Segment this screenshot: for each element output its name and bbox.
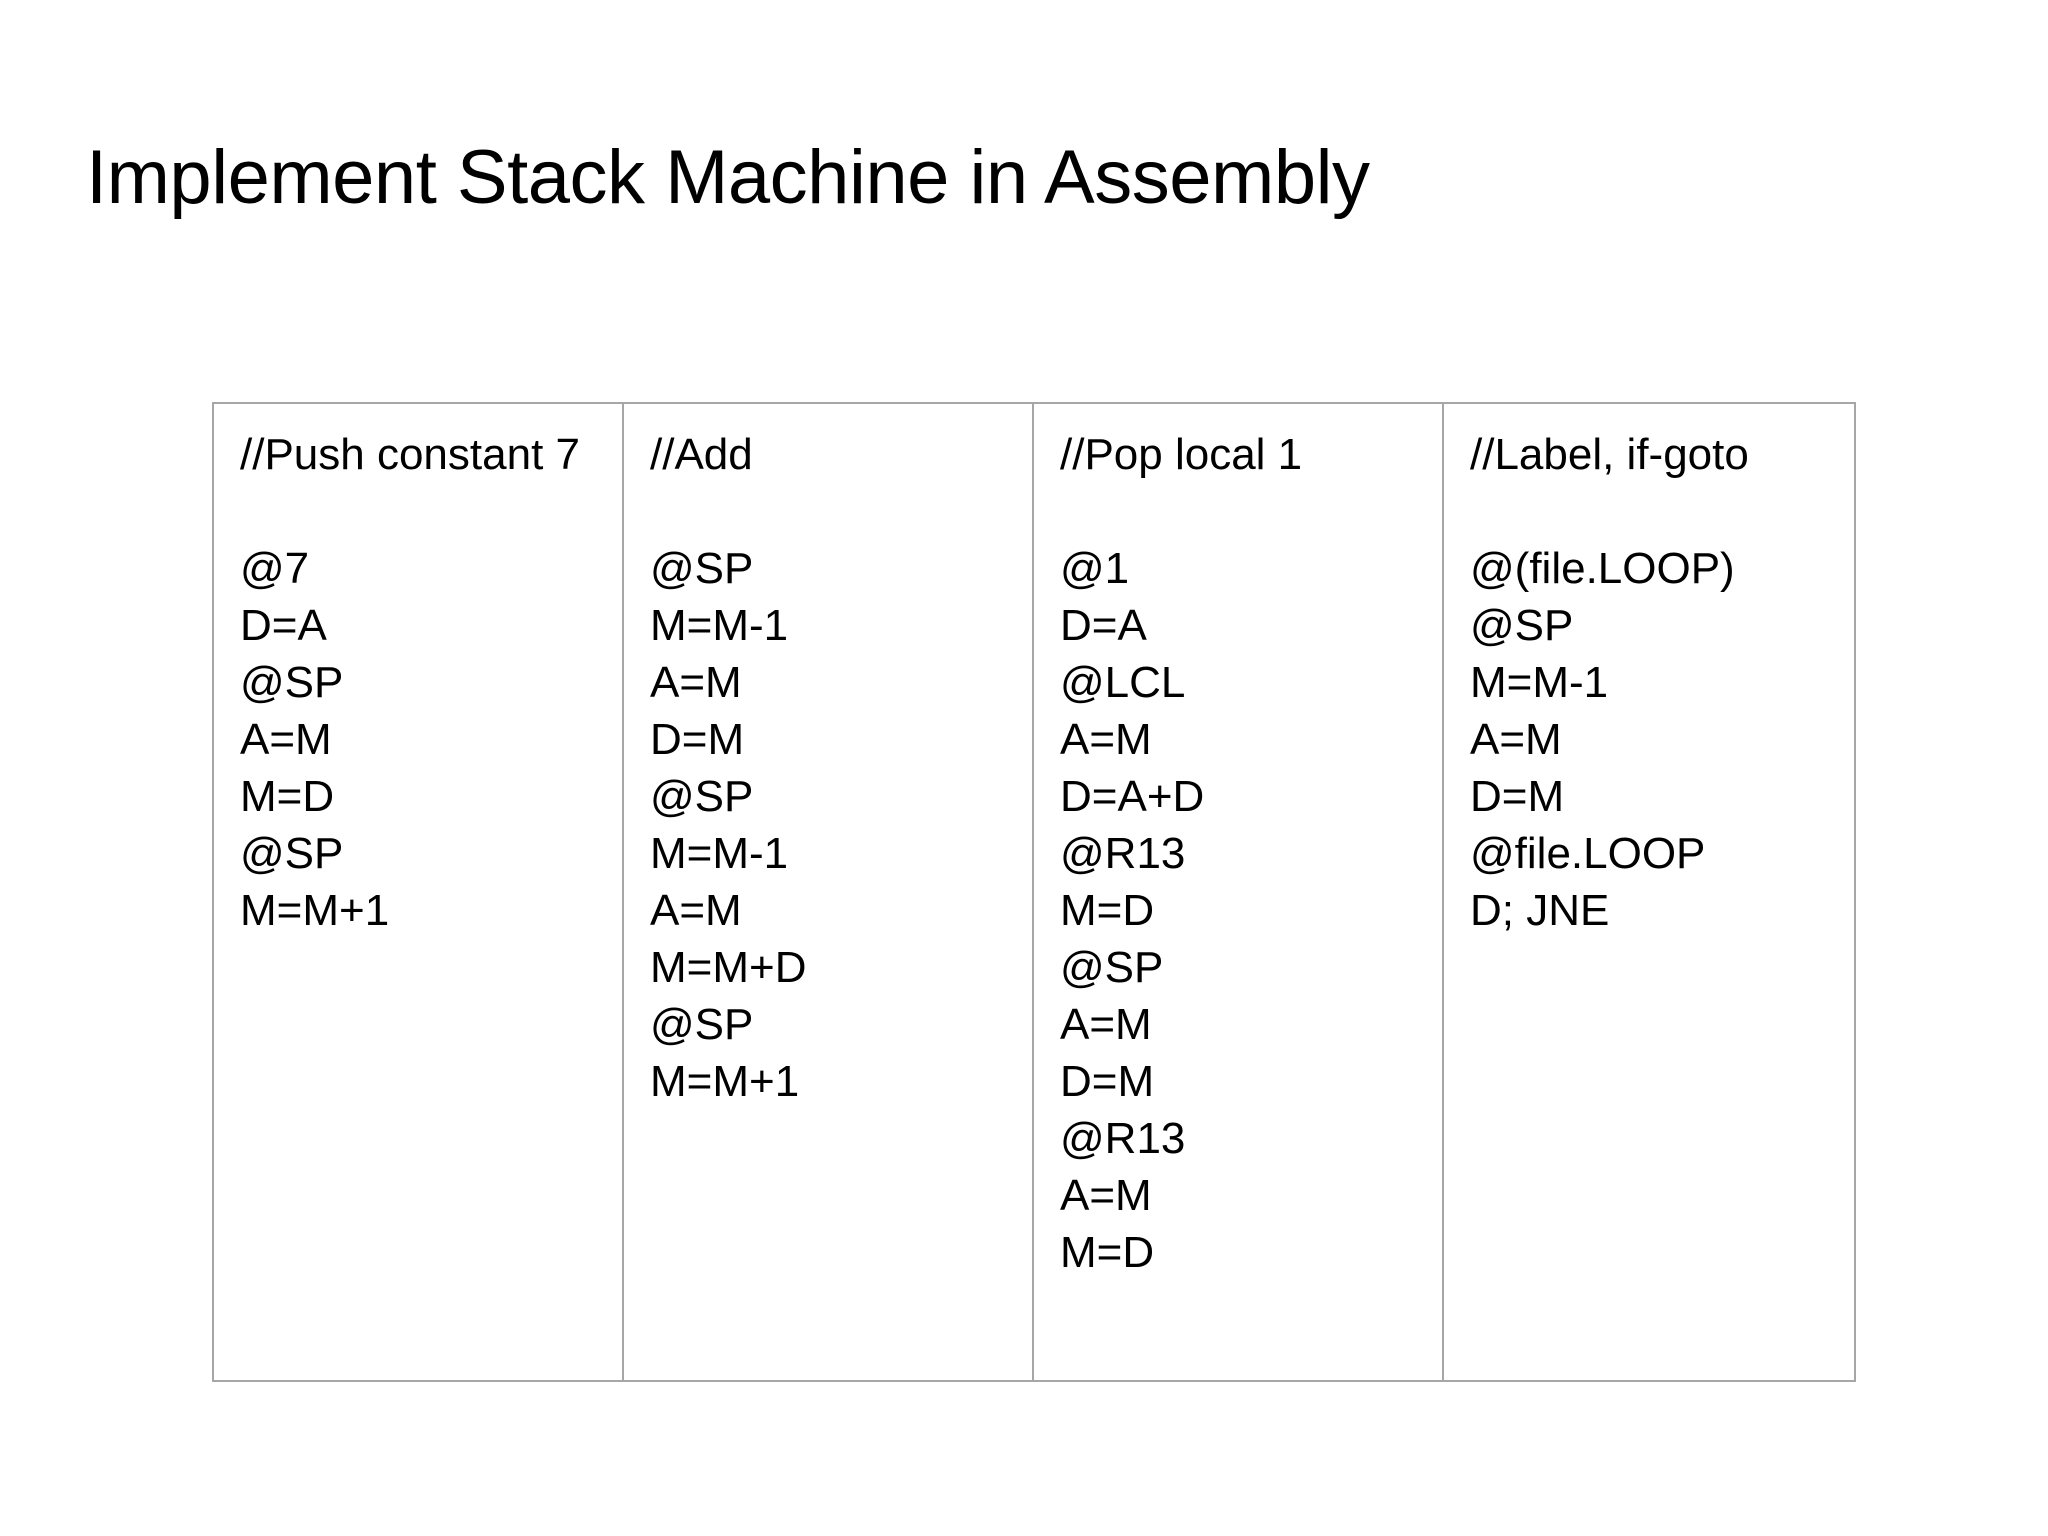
code-line: @SP <box>650 544 754 593</box>
code-column-pop-local: //Pop local 1 @1 D=A @LCL A=M D=A+D @R13… <box>1034 404 1444 1380</box>
code-line: //Push constant 7 <box>240 430 580 479</box>
code-line: //Pop local 1 <box>1060 430 1303 479</box>
code-column-add: //Add @SP M=M-1 A=M D=M @SP M=M-1 A=M M=… <box>624 404 1034 1380</box>
code-line: @SP <box>240 658 344 707</box>
code-line-blank <box>240 483 622 540</box>
code-line: @SP <box>650 772 754 821</box>
code-column-push-constant: //Push constant 7 @7 D=A @SP A=M M=D @SP… <box>214 404 624 1380</box>
page-title: Implement Stack Machine in Assembly <box>86 135 1370 220</box>
code-line: M=M-1 <box>650 601 789 650</box>
code-line: A=M <box>650 658 742 707</box>
assembly-code-table: //Push constant 7 @7 D=A @SP A=M M=D @SP… <box>212 402 1856 1382</box>
code-line: A=M <box>240 715 332 764</box>
code-line: @SP <box>240 829 344 878</box>
code-line: @7 <box>240 544 310 593</box>
code-line: @R13 <box>1060 829 1186 878</box>
code-line: A=M <box>1060 1171 1152 1220</box>
code-line: D=A <box>1060 601 1147 650</box>
code-line: A=M <box>1060 715 1152 764</box>
code-line: M=D <box>240 772 335 821</box>
code-line: A=M <box>1060 1000 1152 1049</box>
code-line: @LCL <box>1060 658 1186 707</box>
code-column-label-if-goto: //Label, if-goto @(file.LOOP) @SP M=M-1 … <box>1444 404 1854 1380</box>
code-line: //Add <box>650 430 753 479</box>
code-line: A=M <box>650 886 742 935</box>
code-line: M=D <box>1060 1228 1155 1277</box>
code-line-blank <box>650 483 1032 540</box>
code-line-blank <box>1060 483 1442 540</box>
code-line: D=M <box>1060 1057 1155 1106</box>
code-line: M=D <box>1060 886 1155 935</box>
code-line: @R13 <box>1060 1114 1186 1163</box>
code-line: @file.LOOP <box>1470 829 1706 878</box>
code-line: M=M+1 <box>650 1057 800 1106</box>
code-line: M=M-1 <box>650 829 789 878</box>
code-line: //Label, if-goto <box>1470 430 1749 479</box>
code-line: M=M+1 <box>240 886 390 935</box>
code-line: D=A+D <box>1060 772 1205 821</box>
code-line: @(file.LOOP) <box>1470 544 1735 593</box>
code-line: @SP <box>1060 943 1164 992</box>
code-line: A=M <box>1470 715 1562 764</box>
code-line: D=A <box>240 601 327 650</box>
code-line: @1 <box>1060 544 1130 593</box>
code-line: M=M-1 <box>1470 658 1609 707</box>
code-line: M=M+D <box>650 943 807 992</box>
code-line: @SP <box>1470 601 1574 650</box>
code-line: D=M <box>1470 772 1565 821</box>
code-line: @SP <box>650 1000 754 1049</box>
code-line: D=M <box>650 715 745 764</box>
code-line: D; JNE <box>1470 886 1610 935</box>
code-line-blank <box>1470 483 1854 540</box>
